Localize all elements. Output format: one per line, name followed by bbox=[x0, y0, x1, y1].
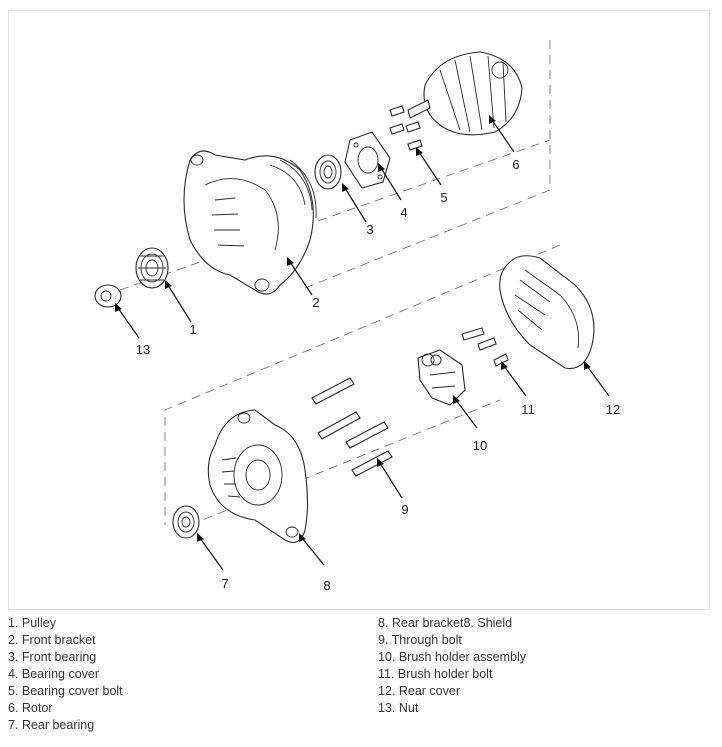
callout-10: 10 bbox=[453, 395, 487, 453]
callout-label: 12 bbox=[606, 402, 620, 417]
bearing-cover-bolts-part bbox=[389, 105, 423, 151]
callout-3: 3 bbox=[342, 183, 374, 237]
pulley-part bbox=[135, 247, 169, 289]
legend-item: 4. Bearing cover bbox=[8, 667, 100, 681]
diagram-frame bbox=[8, 10, 710, 610]
exploded-view-diagram: 1 2 3 4 5 6 7 8 9 10 bbox=[94, 40, 620, 593]
callout-5: 5 bbox=[416, 147, 448, 205]
callout-label: 10 bbox=[473, 438, 487, 453]
front-bearing-part bbox=[314, 154, 342, 190]
callout-label: 5 bbox=[440, 190, 447, 205]
callout-7: 7 bbox=[197, 533, 229, 591]
legend-item: 13. Nut bbox=[378, 701, 419, 715]
legend-left: 1. Pulley 2. Front bracket 3. Front bear… bbox=[8, 615, 123, 734]
callout-9: 9 bbox=[377, 458, 409, 517]
callout-label: 3 bbox=[366, 222, 373, 237]
callout-6: 6 bbox=[489, 115, 520, 172]
rear-bracket-part bbox=[207, 409, 309, 543]
legend-item: 10. Brush holder assembly bbox=[378, 650, 526, 664]
rotor-part bbox=[407, 51, 523, 136]
rear-cover-part bbox=[499, 255, 595, 370]
callout-12: 12 bbox=[584, 361, 620, 417]
legend-item: 2. Front bracket bbox=[8, 633, 96, 647]
callout-label: 9 bbox=[401, 502, 408, 517]
legend-item: 6. Rotor bbox=[8, 701, 53, 715]
callout-label: 13 bbox=[136, 342, 150, 357]
legend-item: 11. Brush holder bolt bbox=[378, 667, 493, 681]
legend-item: 3. Front bearing bbox=[8, 650, 97, 664]
legend-item: 1. Pulley bbox=[8, 616, 56, 630]
legend-item: 9. Through bolt bbox=[378, 633, 462, 647]
callout-2: 2 bbox=[287, 257, 320, 310]
brush-holder-bolts-part bbox=[461, 327, 509, 367]
bearing-cover-part bbox=[344, 131, 391, 189]
callout-13: 13 bbox=[115, 303, 150, 357]
callout-label: 2 bbox=[312, 295, 319, 310]
front-bracket-part bbox=[183, 150, 317, 295]
legend-item: 12. Rear cover bbox=[378, 684, 460, 698]
brush-holder-assembly-part bbox=[417, 349, 466, 406]
callout-label: 4 bbox=[400, 205, 407, 220]
through-bolts-part bbox=[311, 377, 393, 477]
callout-label: 6 bbox=[512, 157, 519, 172]
callout-label: 7 bbox=[221, 576, 228, 591]
legend-item: 8. Rear bracket8. Shield bbox=[378, 616, 513, 630]
legend-right: 8. Rear bracket8. Shield 9. Through bolt… bbox=[378, 615, 526, 717]
callout-4: 4 bbox=[378, 163, 408, 220]
legend-item: 7. Rear bearing bbox=[8, 718, 95, 732]
callout-label: 8 bbox=[323, 578, 330, 593]
callout-label: 11 bbox=[521, 402, 535, 417]
assembly-axis-lines bbox=[119, 40, 561, 526]
callout-1: 1 bbox=[165, 280, 197, 337]
legend-item: 5. Bearing cover bolt bbox=[8, 684, 123, 698]
callout-8: 8 bbox=[299, 533, 331, 593]
callout-label: 1 bbox=[189, 322, 196, 337]
nut-part bbox=[94, 284, 122, 308]
callout-11: 11 bbox=[501, 361, 535, 417]
rear-bearing-part bbox=[172, 505, 200, 539]
